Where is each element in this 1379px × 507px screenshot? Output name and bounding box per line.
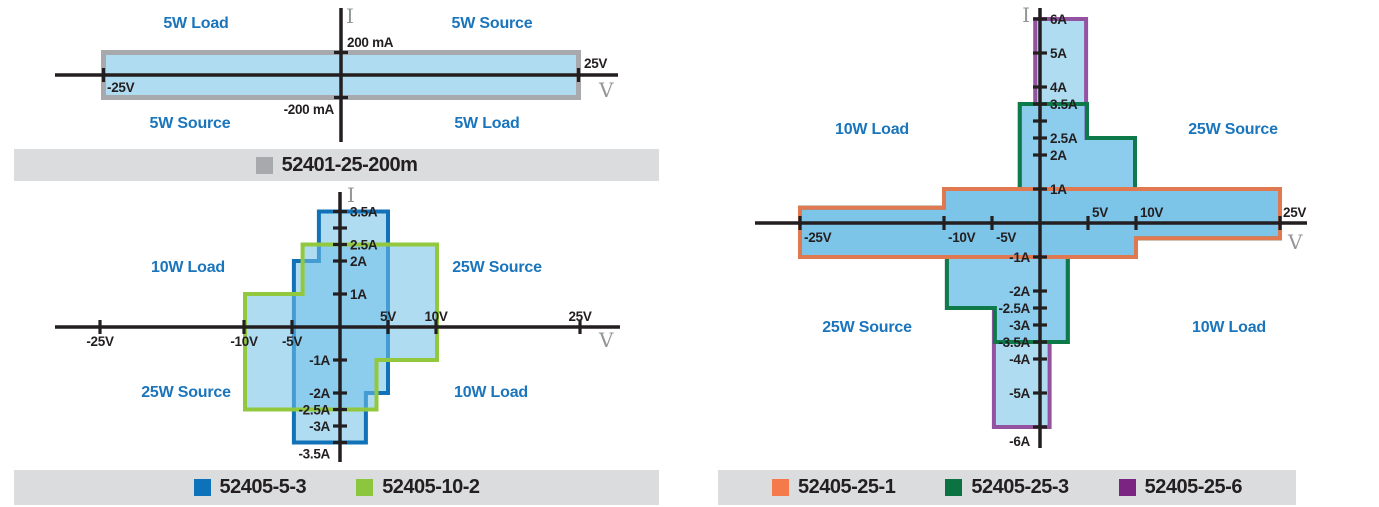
legend-swatch-icon	[255, 156, 273, 174]
x-tick-label: -5V	[996, 230, 1016, 245]
legend-swatch-icon	[772, 479, 790, 496]
chart-52405-25-1-3-6: -25V -10V -5V 5V 10V 25V 6A 5A 4A 3.5A 2.5A 2A 1A -1A…	[755, 3, 1307, 449]
y-tick-label: 5A	[1050, 46, 1067, 61]
y-tick-label: -6A	[1009, 434, 1030, 449]
legend-item: 52401-25-200m	[255, 153, 418, 177]
quadrant-label: 10W Load	[454, 384, 528, 401]
y-tick-label: 4A	[1050, 80, 1067, 95]
quadrant-label: 5W Source	[150, 115, 231, 132]
x-tick-label: -25V	[107, 80, 135, 95]
y-tick-label: 1A	[1050, 182, 1067, 197]
x-tick-label: 10V	[424, 309, 447, 324]
quadrant-label: 25W Source	[452, 259, 542, 276]
legend-label: 52405-5-3	[219, 476, 307, 498]
x-tick-label: -25V	[804, 230, 832, 245]
quadrant-label: 5W Source	[452, 15, 533, 32]
x-tick-label: -5V	[282, 334, 302, 349]
quadrant-label: 5W Load	[163, 15, 228, 32]
y-tick-label: -2.5A	[298, 403, 330, 418]
quadrant-label: 10W Load	[151, 259, 225, 276]
y-tick-label: 200 mA	[347, 35, 394, 50]
y-tick-label: 2.5A	[1050, 131, 1078, 146]
quadrant-label: 5W Load	[454, 115, 519, 132]
x-tick-label: -25V	[86, 334, 114, 349]
y-tick-label: -3A	[309, 419, 330, 434]
axis-letter-v: V	[1287, 230, 1303, 254]
quadrant-label: 25W Source	[141, 384, 231, 401]
legend-bar-52405-25v: 52405-25-1 52405-25-3 52405-25-6	[718, 470, 1296, 505]
legend-label: 52405-25-3	[971, 476, 1069, 498]
axis-letter-i: I	[1022, 3, 1030, 27]
axis-letter-v: V	[598, 78, 614, 102]
axis-letter-i: I	[346, 4, 354, 28]
y-tick-label: -3.5A	[298, 447, 330, 462]
quadrant-label: 25W Source	[822, 319, 912, 336]
y-tick-label: -200 mA	[284, 102, 335, 117]
quadrant-label: 25W Source	[1188, 121, 1278, 138]
axis-letter-v: V	[598, 328, 614, 352]
y-tick-label: 3.5A	[1050, 97, 1078, 112]
legend-label: 52405-10-2	[382, 476, 480, 498]
legend-label: 52405-25-6	[1144, 476, 1243, 498]
legend-swatch-icon	[193, 479, 211, 496]
y-tick-label: -5A	[1009, 386, 1030, 401]
y-tick-label: -2A	[309, 386, 330, 401]
x-tick-label: 25V	[584, 56, 607, 71]
x-tick-label: 5V	[1092, 205, 1108, 220]
x-tick-label: 25V	[568, 309, 591, 324]
y-tick-label: 2.5A	[350, 238, 378, 253]
y-tick-label: -1A	[1009, 250, 1030, 265]
y-tick-label: -4A	[1009, 352, 1030, 367]
y-tick-label: 2A	[350, 254, 367, 269]
y-tick-label: 2A	[1050, 148, 1067, 163]
y-tick-label: 3.5A	[350, 205, 378, 220]
legend-label: 52401-25-200m	[281, 153, 418, 176]
x-tick-label: 25V	[1283, 205, 1306, 220]
legend-swatch-icon	[1118, 479, 1136, 496]
y-tick-label: -1A	[309, 353, 330, 368]
x-tick-label: -10V	[230, 334, 258, 349]
quadrant-label: 10W Load	[1192, 319, 1266, 336]
chart-52401-25-200m: -25V 25V 200 mA -200 mA 5W Load 5W Source 5W S…	[55, 4, 618, 142]
x-tick-label: 10V	[1140, 205, 1163, 220]
y-tick-label: 1A	[350, 287, 367, 302]
legend-bar-52401: 52401-25-200m	[14, 149, 659, 181]
legend-item: 52405-5-3	[193, 476, 307, 499]
y-tick-label: -2.5A	[998, 301, 1030, 316]
legend-label: 52405-25-1	[798, 476, 896, 498]
legend-swatch-icon	[945, 479, 963, 496]
quadrant-label: 10W Load	[835, 121, 909, 138]
x-tick-label: -10V	[948, 230, 976, 245]
y-tick-label: 6A	[1050, 12, 1067, 27]
y-tick-label: -3A	[1009, 318, 1030, 333]
legend-item: 52405-25-3	[945, 476, 1069, 499]
legend-item: 52405-25-6	[1118, 476, 1243, 499]
x-tick-label: 5V	[380, 309, 396, 324]
y-tick-label: -2A	[1009, 284, 1030, 299]
legend-item: 52405-25-1	[772, 476, 896, 499]
legend-item: 52405-10-2	[356, 476, 480, 499]
y-tick-label: -3.5A	[998, 335, 1030, 350]
legend-swatch-icon	[356, 479, 374, 496]
legend-bar-52405-low-voltage: 52405-5-3 52405-10-2	[14, 470, 659, 505]
axis-letter-i: I	[347, 183, 355, 207]
